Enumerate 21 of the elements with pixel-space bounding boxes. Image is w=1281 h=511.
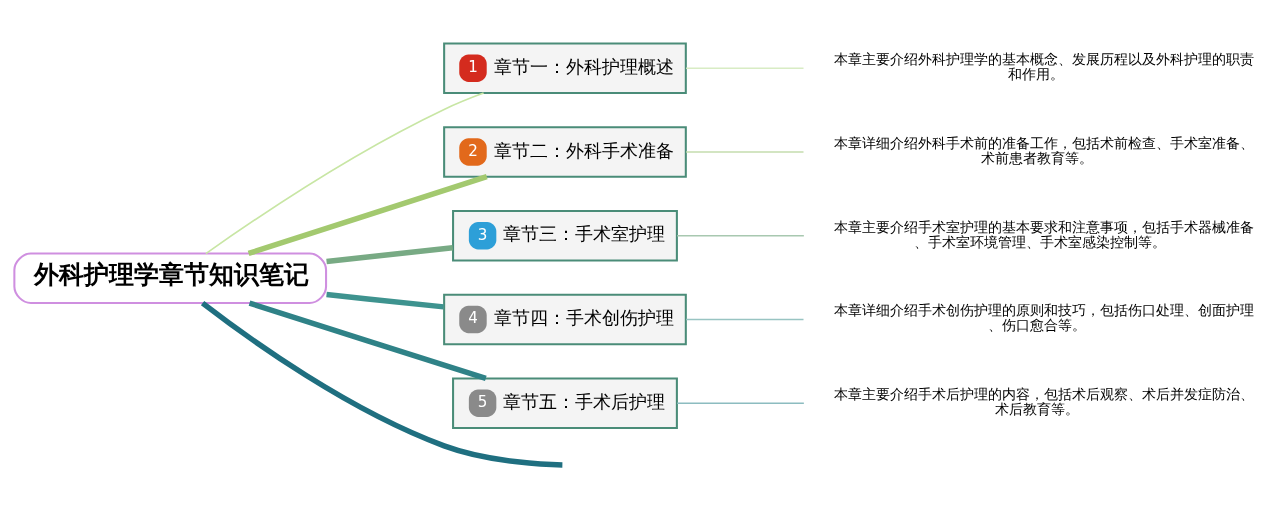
node-box: 外科护理学章节知识笔记 bbox=[13, 252, 328, 305]
connector bbox=[326, 245, 453, 265]
connector bbox=[676, 234, 805, 237]
connector bbox=[685, 318, 805, 321]
connector bbox=[676, 402, 805, 405]
connector bbox=[200, 300, 563, 468]
node-text: 本章主要介绍手术室护理的基本要求和注意事项，包括手术器械准备、手术室环境管理、手术室感染控制等。 bbox=[834, 218, 1255, 250]
connector bbox=[205, 92, 485, 255]
node-box: 2 章节二：外科手术准备 bbox=[443, 126, 687, 178]
node-box: 1 章节一：外科护理概述 bbox=[443, 42, 687, 94]
connector bbox=[685, 67, 805, 70]
connector bbox=[248, 300, 487, 382]
node-box: 3 章节三：手术室护理 bbox=[452, 210, 678, 262]
node-text: 本章主要介绍手术后护理的内容，包括术后观察、术后并发症防治、术后教育等。 bbox=[834, 386, 1255, 418]
node-text: 本章主要介绍外科护理学的基本概念、发展历程以及外科护理的职责和作用。 bbox=[834, 51, 1255, 83]
node-box: 5 章节五：手术后护理 bbox=[452, 377, 678, 429]
connector bbox=[326, 291, 444, 310]
connector bbox=[685, 151, 805, 153]
node-text: 本章详细介绍外科手术前的准备工作，包括术前检查、手术室准备、术前患者教育等。 bbox=[834, 134, 1255, 166]
node-box: 4 章节四：手术创伤护理 bbox=[443, 293, 687, 346]
node-text: 本章详细介绍手术创伤护理的原则和技巧，包括伤口处理、创面护理、伤口愈合等。 bbox=[834, 302, 1255, 334]
